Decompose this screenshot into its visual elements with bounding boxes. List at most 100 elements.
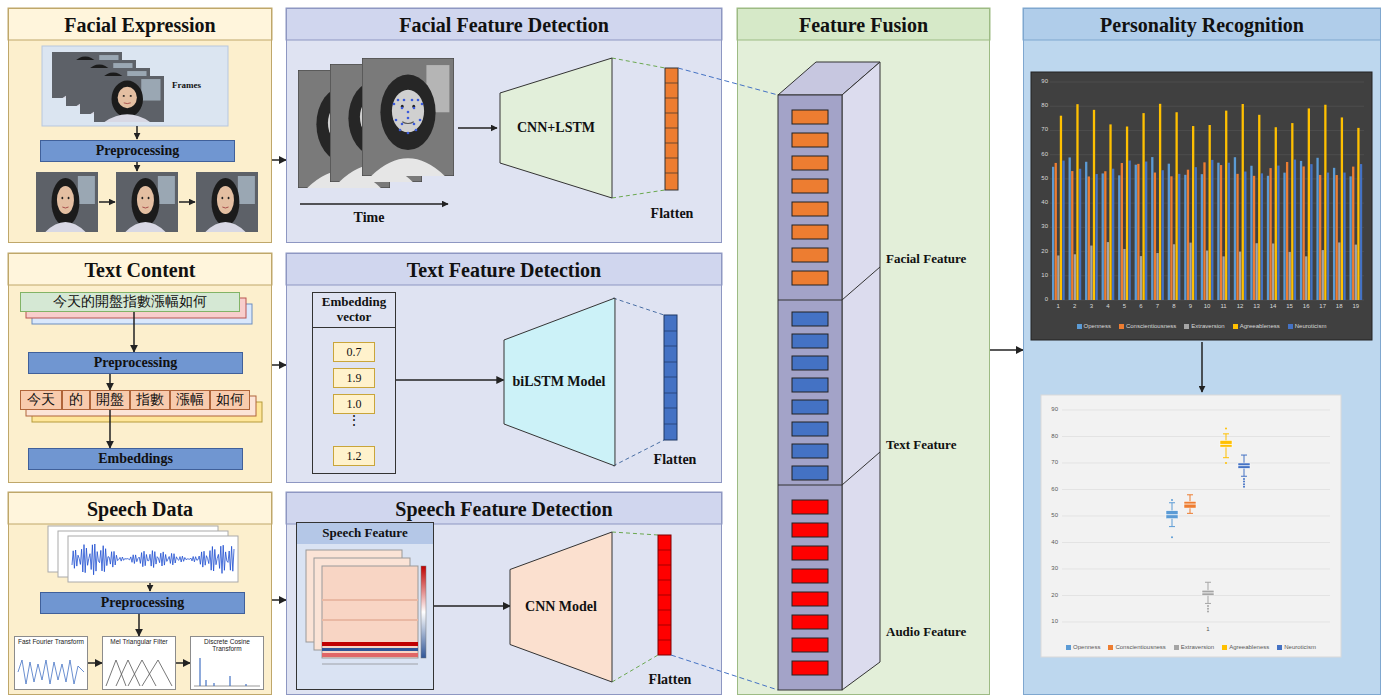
waveform (72, 544, 234, 575)
feature-cell (792, 202, 828, 216)
legend-swatch (1174, 645, 1179, 650)
bar (1352, 167, 1354, 300)
signal-plot (106, 660, 172, 686)
median (1166, 514, 1178, 515)
outlier (1207, 610, 1209, 612)
signal-plot (102, 636, 176, 690)
bar (1140, 256, 1142, 300)
legend-text: Openness (1073, 643, 1100, 651)
whisker (1187, 513, 1193, 514)
grid-line (1050, 130, 1364, 131)
bar (1310, 164, 1312, 300)
feature-cell (792, 615, 828, 629)
grid-line (1062, 410, 1330, 411)
feature-cell (792, 156, 828, 170)
bar (1088, 176, 1090, 300)
feature-cell (792, 248, 828, 262)
axis-tick: 4 (1101, 303, 1115, 310)
panel-fill (286, 253, 722, 483)
axis-tick: 90 (1043, 406, 1058, 413)
node-text: 如何 (216, 391, 244, 409)
bar (1145, 162, 1147, 300)
feature-cell (792, 356, 828, 370)
grayscale-faces (395, 119, 398, 122)
panel-header: Personality Recognition (1024, 9, 1380, 41)
flatten-vector (658, 550, 671, 640)
bar (1244, 172, 1246, 300)
input-panel: Text Content今天的開盤指數漲幅如何Preprocessing今天的開… (8, 253, 272, 483)
process-bar: Embeddings (28, 448, 243, 470)
whisker (1241, 476, 1247, 477)
legend-item: Agreeableness (1222, 643, 1269, 651)
panel-fill (8, 8, 1381, 695)
feature-cell (792, 569, 828, 583)
video-frames (36, 172, 98, 232)
waveform (48, 526, 238, 591)
axis-tick: 60 (1033, 151, 1048, 158)
bar (1085, 162, 1087, 300)
legend-item: Neuroticism (1288, 322, 1327, 330)
bar (1256, 243, 1258, 300)
axis-tick: 9 (1183, 303, 1197, 310)
node-text: 指數 (136, 391, 164, 409)
value-box: 1.0 (333, 394, 375, 414)
video-frames (94, 76, 164, 122)
flatten-vector (658, 535, 671, 655)
flow-arrow (109, 410, 111, 448)
bar (1236, 174, 1238, 300)
grid-line (1050, 82, 1364, 83)
grid-line (1062, 595, 1330, 596)
legend-text: Openness (1084, 322, 1111, 330)
bar (1322, 250, 1324, 300)
panel-fill (286, 492, 722, 524)
node-text: Preprocessing (94, 355, 177, 371)
node-text: 1.9 (347, 371, 362, 386)
model-trapezoid: biLSTM Model (504, 298, 615, 466)
bar (1316, 158, 1318, 300)
panel-fill (737, 8, 990, 40)
bar (1154, 173, 1156, 300)
axis-tick: 7 (1150, 303, 1164, 310)
node-text: 0.7 (347, 345, 362, 360)
flow-arrow (434, 605, 510, 607)
axis-tick: 18 (1332, 303, 1346, 310)
box (1184, 501, 1196, 508)
axis-tick: 40 (1043, 539, 1058, 546)
bar (1327, 173, 1329, 300)
bar (1338, 242, 1340, 300)
legend-item: Conscientiousness (1119, 322, 1176, 330)
grid-line (1062, 542, 1330, 543)
diagram-label: Flatten (645, 452, 705, 468)
bar (1187, 170, 1189, 300)
panel-fill (737, 8, 990, 695)
flow-arrow (109, 374, 111, 390)
axis-tick: 3 (1084, 303, 1098, 310)
outlier (1171, 499, 1173, 501)
chart-art (1050, 82, 1364, 622)
panel-fill (1023, 8, 1381, 695)
bar (1291, 123, 1293, 300)
bar (1168, 164, 1170, 300)
legend-text: Extraversion (1191, 322, 1224, 330)
spectrogram (322, 648, 418, 651)
grid-line (1062, 569, 1330, 570)
bar (1277, 166, 1279, 300)
video-frames (99, 201, 115, 203)
feature-cell (792, 592, 828, 606)
panel-fill (8, 492, 272, 524)
legend-item: Agreeableness (1233, 322, 1280, 330)
bar (1104, 171, 1106, 300)
legend-swatch (1288, 324, 1293, 329)
node-text: Mel Triangular Filter (103, 637, 175, 645)
grayscale-faces (362, 58, 454, 176)
legend-swatch (1066, 645, 1071, 650)
legend-item: Extraversion (1184, 322, 1224, 330)
box (1238, 463, 1250, 468)
flatten-vector (612, 190, 665, 198)
spectrogram (296, 522, 434, 690)
spectrogram (322, 664, 418, 665)
fusion-stack (778, 300, 842, 301)
spectrogram (322, 653, 418, 657)
fusion-stack (792, 110, 828, 675)
spectrogram (296, 522, 434, 690)
